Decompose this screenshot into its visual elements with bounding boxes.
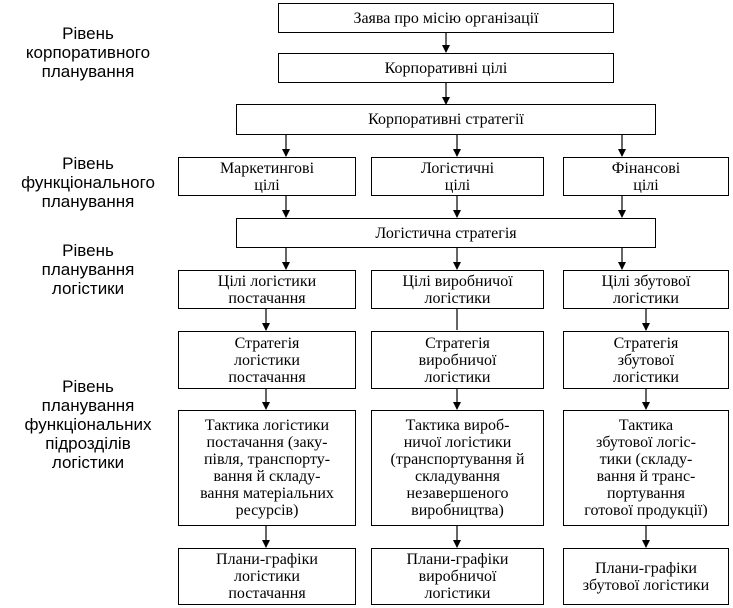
finance-goals-box: Фінансові цілі	[563, 157, 729, 196]
supply-tactics-box: Тактика логістики постачання (заку- півл…	[178, 410, 356, 526]
production-goals-box: Цілі виробничої логістики	[371, 270, 544, 309]
marketing-goals-box: Маркетингові цілі	[178, 157, 356, 196]
sales-goals-box: Цілі збутової логістики	[563, 270, 729, 309]
level-subdivisions-label: Рівень планування функціональних підрозд…	[24, 377, 152, 472]
level-functional-label: Рівень функціонального планування	[21, 154, 155, 211]
production-plans-box: Плани-графіки виробничої логістики	[371, 548, 544, 605]
supply-strategy-box: Стратегія логістики постачання	[178, 331, 356, 389]
supply-goals-box: Цілі логістики постачання	[178, 270, 356, 309]
production-tactics-box: Тактика вироб- ничої логістики (транспор…	[371, 410, 544, 526]
corporate-strategy-box: Корпоративні стратегії	[236, 104, 656, 135]
level-corporate-label: Рівень корпоративного планування	[25, 24, 151, 81]
sales-strategy-box: Стратегія збутової логістики	[563, 331, 729, 389]
level-logistics-label: Рівень планування логістики	[41, 241, 135, 298]
logistic-goals-box: Логістичні цілі	[371, 157, 544, 196]
mission-box: Заява про місію організації	[278, 3, 614, 33]
sales-tactics-box: Тактика збутової логіс- тики (складу- ва…	[563, 410, 729, 526]
production-strategy-box: Стратегія виробничої логістики	[371, 331, 544, 389]
sales-plans-box: Плани-графіки збутової логістики	[563, 548, 729, 605]
logistic-strategy-box: Логістична стратегія	[236, 218, 656, 248]
corporate-goals-box: Корпоративні цілі	[278, 53, 614, 83]
supply-plans-box: Плани-графіки логістики постачання	[178, 548, 356, 605]
